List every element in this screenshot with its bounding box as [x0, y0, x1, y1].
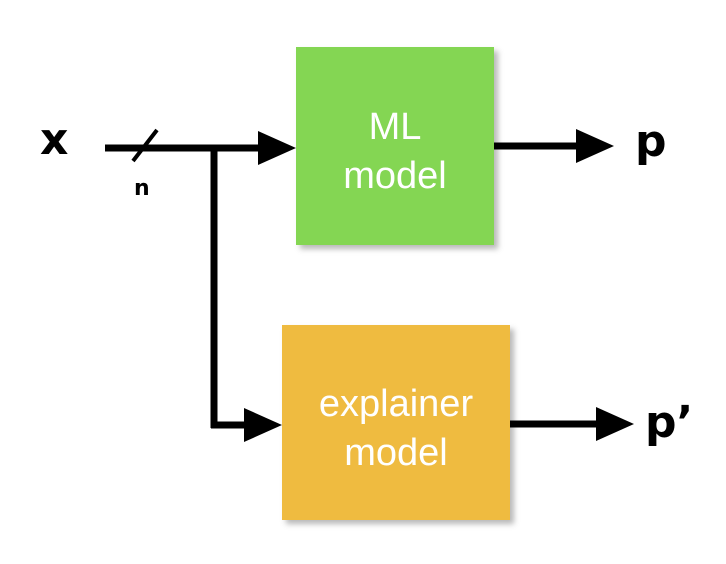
input-x-label: x	[40, 114, 68, 165]
ml-model-label-line1: ML	[369, 106, 422, 148]
explainer-model-label-line2: model	[344, 432, 448, 474]
arrowhead-into-ml-model	[258, 131, 296, 165]
dimension-n-label: n	[134, 176, 150, 201]
output-p-label: p	[635, 116, 667, 167]
output-p-prime-label: p’	[645, 397, 693, 448]
explainer-model-box: explainer model	[282, 325, 510, 520]
ml-model-box: ML model	[296, 47, 494, 245]
explainer-model-box-rect	[282, 325, 510, 520]
ml-model-label-line2: model	[343, 155, 447, 197]
arrowhead-to-output-p-prime	[596, 407, 634, 441]
arrowhead-into-explainer-model	[244, 408, 282, 442]
ml-model-box-rect	[296, 47, 494, 245]
explainer-model-label-line1: explainer	[319, 383, 474, 425]
arrowhead-to-output-p	[576, 129, 614, 163]
